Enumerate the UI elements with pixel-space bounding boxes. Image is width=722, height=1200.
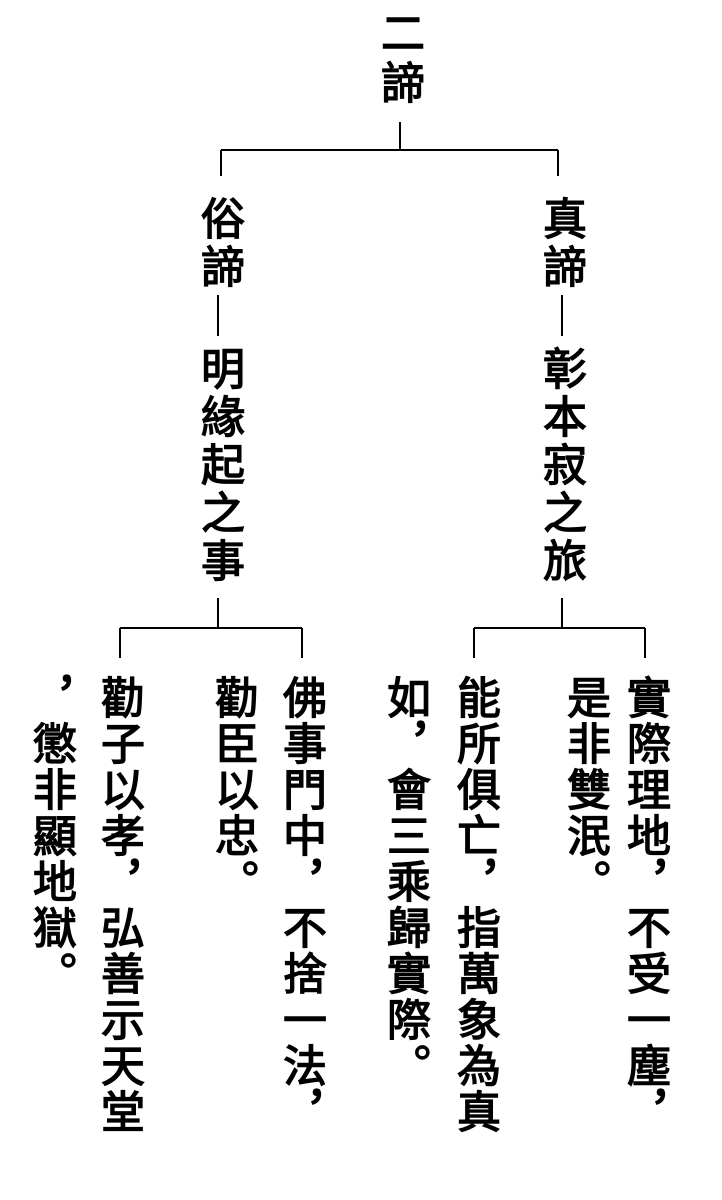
branch-left-desc: 明緣起之事	[193, 346, 244, 586]
leaf-right-3: 能所俱亡，指萬象為真	[449, 675, 500, 1135]
leaf-right-1: 實際理地，不受一塵，	[619, 675, 670, 1135]
leaf-left-1: 佛事門中，不捨一法，	[275, 675, 326, 1135]
branch-right-desc: 彰本寂之旅	[535, 346, 586, 586]
leaf-right-4: 如，會三乘歸實際。	[379, 675, 430, 1089]
branch-right-label: 真諦	[535, 196, 586, 292]
leaf-left-3: 勸子以孝，弘善示天堂	[93, 675, 144, 1135]
root-node: 二諦	[373, 10, 424, 110]
leaf-left-2: 勸臣以忠。	[207, 675, 258, 905]
leaf-right-2: 是非雙泯。	[559, 675, 610, 905]
leaf-left-4: ，懲非顯地獄。	[25, 675, 76, 997]
branch-left-label: 俗諦	[193, 196, 244, 292]
